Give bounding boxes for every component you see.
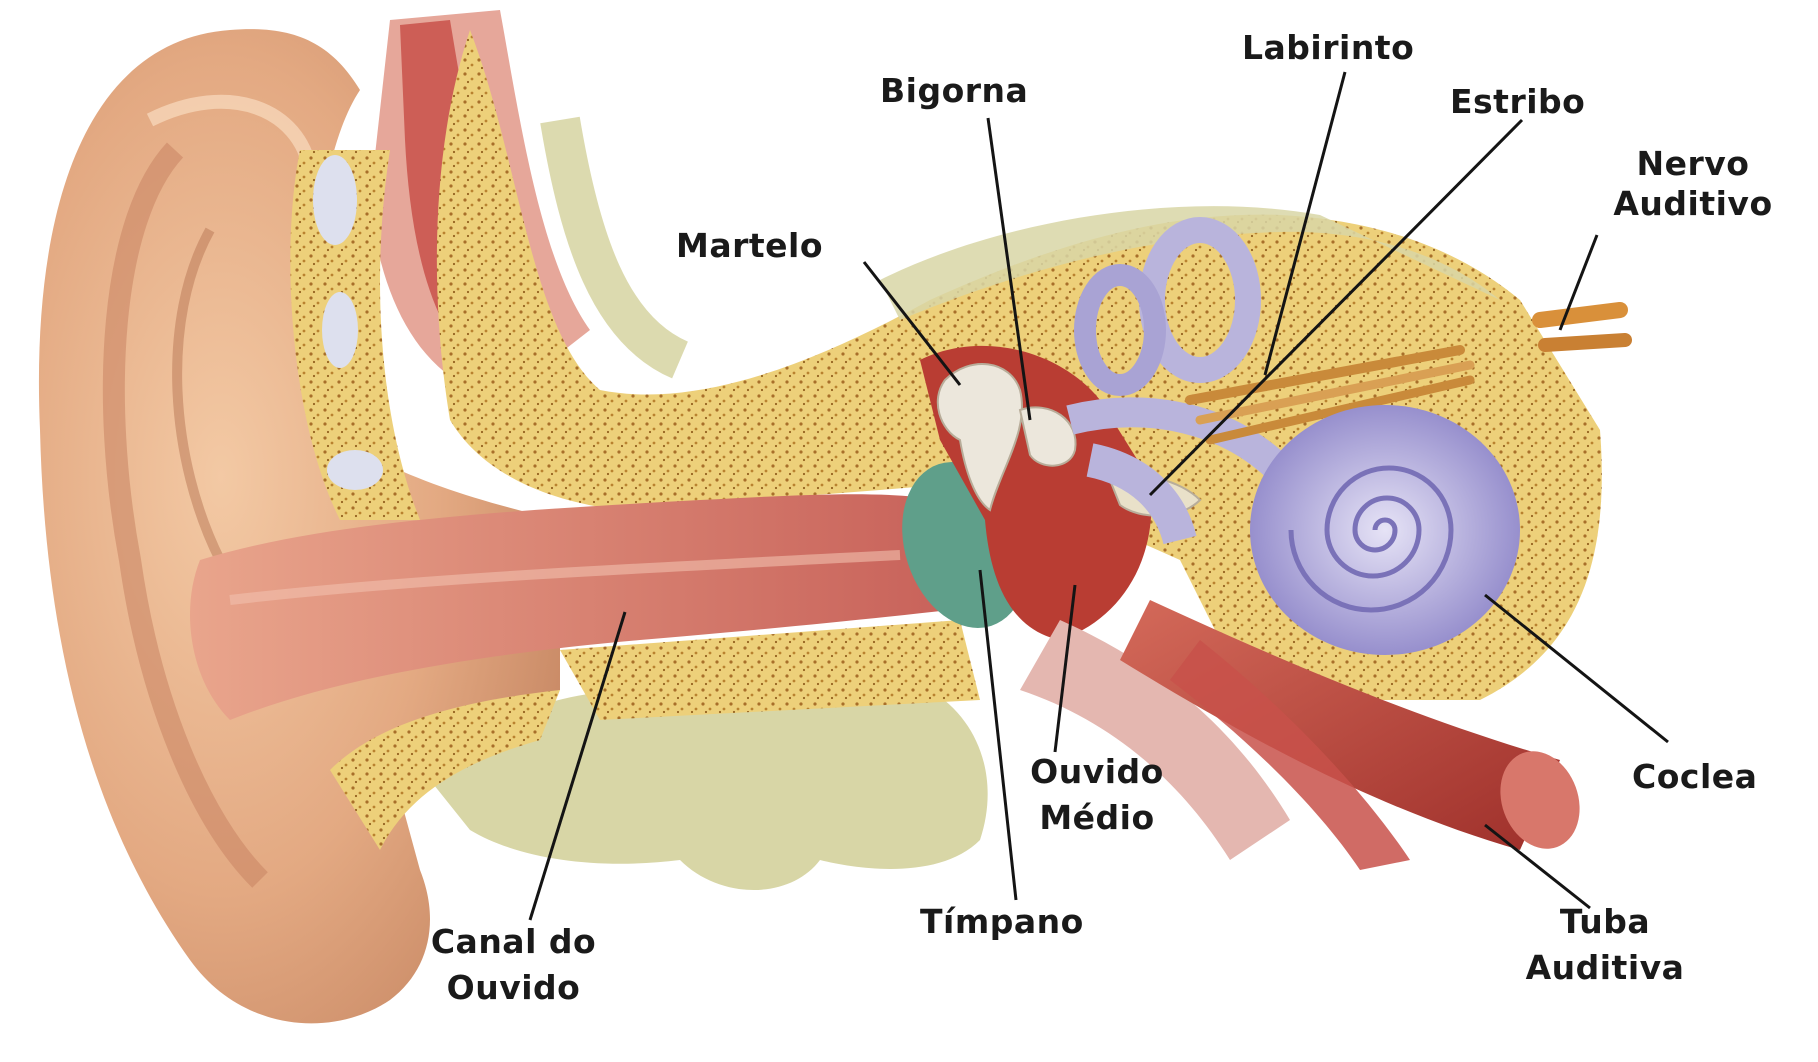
label-coclea: Coclea bbox=[1632, 753, 1757, 801]
label-estribo: Estribo bbox=[1450, 78, 1585, 126]
label-martelo: Martelo bbox=[676, 222, 823, 270]
label-nervo-line2: Auditivo bbox=[1598, 180, 1788, 228]
label-bigorna: Bigorna bbox=[880, 67, 1028, 115]
label-ouvido-medio-line2: Médio bbox=[1012, 794, 1182, 842]
label-timpano: Tímpano bbox=[920, 898, 1084, 946]
label-canal-line1: Canal do bbox=[396, 918, 631, 966]
label-ouvido-medio-line1: Ouvido bbox=[1012, 748, 1182, 796]
label-canal-line2: Ouvido bbox=[396, 964, 631, 1012]
label-nervo-auditivo: Nervo Auditivo bbox=[1598, 140, 1788, 228]
label-labirinto: Labirinto bbox=[1242, 24, 1414, 72]
label-canal-do-ouvido: Canal do Ouvido bbox=[396, 918, 631, 1012]
label-tuba-line1: Tuba bbox=[1490, 898, 1720, 946]
label-tuba-auditiva: Tuba Auditiva bbox=[1490, 898, 1720, 992]
label-tuba-line2: Auditiva bbox=[1490, 944, 1720, 992]
label-ouvido-medio: Ouvido Médio bbox=[1012, 748, 1182, 842]
cochlea bbox=[1250, 405, 1520, 655]
